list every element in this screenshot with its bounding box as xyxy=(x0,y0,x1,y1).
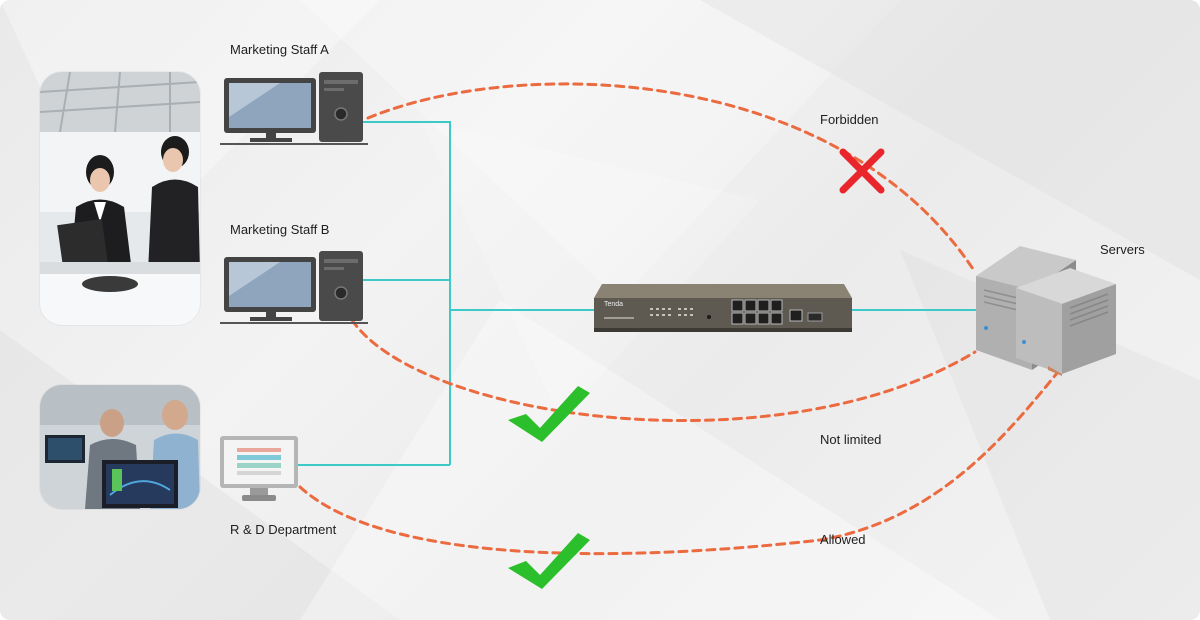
label-marketing-staff-a: Marketing Staff A xyxy=(230,42,329,57)
label-not-limited: Not limited xyxy=(820,432,882,447)
label-forbidden: Forbidden xyxy=(820,112,879,127)
cyan-links xyxy=(298,121,978,466)
flow-not-limited xyxy=(350,318,977,423)
cross-icon xyxy=(839,148,885,194)
switch-brand-label: Tenda xyxy=(604,301,623,308)
label-rd-department: R & D Department xyxy=(230,522,337,537)
label-servers: Servers xyxy=(1100,242,1145,257)
servers-icon xyxy=(976,246,1116,376)
flow-forbidden xyxy=(366,82,977,274)
rd-team-photo xyxy=(40,385,200,509)
check-icon xyxy=(508,386,590,442)
flow-allowed xyxy=(298,370,1060,556)
desktop-pc-icon xyxy=(220,251,368,324)
check-icon xyxy=(508,533,590,589)
monitor-icon xyxy=(220,436,298,501)
label-marketing-staff-b: Marketing Staff B xyxy=(230,222,330,237)
label-allowed: Allowed xyxy=(820,532,866,547)
marketing-office-photo xyxy=(40,72,200,325)
desktop-pc-icon xyxy=(220,72,368,145)
link-staff-a xyxy=(362,121,451,465)
network-switch: Tenda xyxy=(594,284,852,332)
